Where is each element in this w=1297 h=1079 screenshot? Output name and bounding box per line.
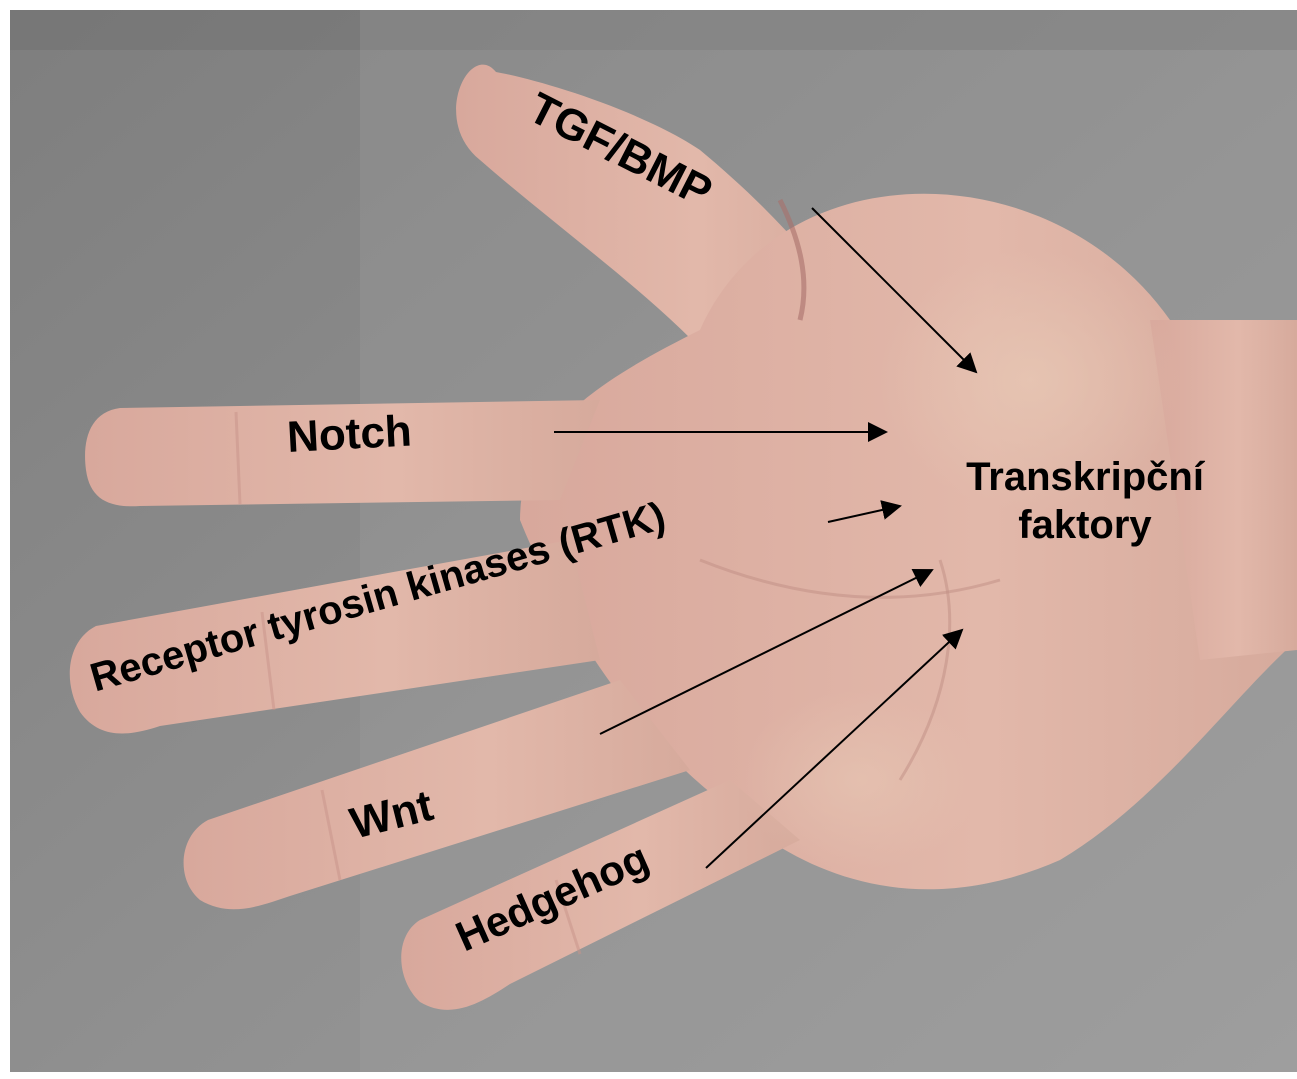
arrow-hedgehog [706, 630, 962, 868]
label-transcription-factors: Transkripční faktory [925, 453, 1245, 549]
arrow-rtk [828, 506, 900, 522]
label-transcription-factors-line2: faktory [925, 501, 1245, 549]
arrow-tgf [812, 208, 976, 372]
label-transcription-factors-line1: Transkripční [925, 453, 1245, 501]
arrow-wnt [600, 570, 932, 734]
label-notch: Notch [286, 409, 413, 459]
